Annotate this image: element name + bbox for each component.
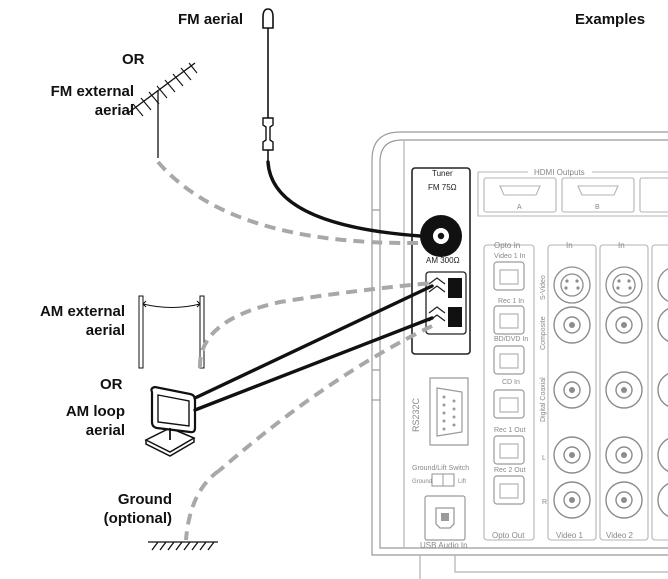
svideo-jack-video1[interactable] (553, 266, 591, 304)
fm-aerial-label: FM aerial (178, 11, 244, 28)
switch-ground-label: Ground (412, 479, 432, 485)
am-external-cable-1 (197, 281, 433, 369)
video1-in-label: Video 1 In (494, 253, 526, 260)
svideo-label: S-Video (540, 275, 547, 300)
optical-port-rec1-out[interactable] (493, 435, 525, 465)
in-label-1: In (566, 241, 573, 250)
coaxial-jack-video1[interactable] (553, 371, 591, 409)
channel-r-label: R (542, 499, 547, 506)
rs232c-section: RS232C (411, 377, 469, 446)
optical-port-bddvd-in[interactable] (493, 345, 525, 375)
svideo-jack-video2[interactable] (605, 266, 643, 304)
fm-external-aerial-label-line2: aerial (94, 102, 134, 119)
optical-port-rec2-out[interactable] (493, 475, 525, 505)
composite-jack-video1[interactable] (553, 306, 591, 344)
rs232c-label: RS232C (411, 397, 421, 432)
hdmi-outputs-section: HDMI Outputs A B (477, 168, 668, 217)
am-terminal-1[interactable] (448, 278, 462, 298)
hdmi-outputs-label: HDMI Outputs (534, 168, 585, 177)
hdmi-b-label: B (595, 204, 600, 211)
ground-lift-switch-label: Ground/Lift Switch (412, 465, 469, 472)
am-terminal-2[interactable] (448, 307, 462, 327)
am-loop-cable-1 (193, 284, 434, 400)
optical-port-cd-in[interactable] (493, 389, 525, 419)
in-label-2: In (618, 241, 625, 250)
fm-aerial (262, 8, 274, 162)
am-loop-cable-2 (193, 316, 434, 412)
ground-label-line2: (optional) (103, 510, 172, 527)
fm-75-label: FM 75Ω (428, 183, 457, 192)
ground-cable-upper (218, 324, 433, 472)
fm-external-cable (156, 160, 419, 246)
hdmi-a-label: A (517, 204, 522, 211)
composite-jack-video2[interactable] (605, 306, 643, 344)
fm-external-aerial-label-line1: FM external (50, 83, 134, 100)
digital-coaxial-label: Digital Coaxial (540, 377, 547, 422)
switch-lift-label: Lift (458, 479, 466, 485)
am-external-aerial-label-line2: aerial (85, 322, 125, 339)
connected-cables (193, 160, 434, 412)
fm-external-aerial-label: FM external aerial (20, 82, 134, 120)
audio-r-jack-video1[interactable] (553, 481, 591, 519)
usb-audio-port[interactable] (435, 507, 455, 529)
am-loop-aerial (144, 385, 197, 457)
am-loop-frame-icon (150, 385, 197, 434)
ground-lift-usb-section: Ground/Lift Switch Ground Lift USB Audio… (412, 465, 469, 550)
hdmi-b-port[interactable] (577, 185, 619, 196)
am-loop-aerial-label: AM loop aerial (10, 402, 125, 440)
or-label-2: OR (100, 376, 123, 393)
video2-label: Video 2 (606, 531, 634, 540)
video1-label: Video 1 (556, 531, 584, 540)
audio-l-jack-video1[interactable] (553, 436, 591, 474)
rs232c-port[interactable] (436, 387, 463, 437)
rec2-out-label: Rec 2 Out (494, 467, 526, 474)
cd-in-label: CD In (502, 379, 520, 386)
hdmi-a-port[interactable] (499, 185, 541, 196)
optional-cable-routes (156, 160, 433, 541)
rec1-out-label: Rec 1 Out (494, 427, 526, 434)
coaxial-jack-video2[interactable] (605, 371, 643, 409)
am-300-label: AM 300Ω (426, 256, 460, 265)
receiver-rear-panel (371, 131, 668, 579)
audio-l-jack-video2[interactable] (605, 436, 643, 474)
channel-l-label: L (542, 455, 546, 462)
fm-external-aerial (127, 62, 198, 158)
bddvd-in-label: BD/DVD In (494, 336, 528, 343)
opto-in-label: Opto In (494, 241, 520, 250)
ground-cable-lower (184, 468, 222, 541)
opto-out-label: Opto Out (492, 531, 525, 540)
optical-port-rec1-in[interactable] (493, 305, 525, 335)
optical-section: Opto In Video 1 In Rec 1 In BD/DVD In CD… (483, 241, 535, 541)
ground-label-line1: Ground (117, 491, 172, 508)
or-label-1: OR (122, 51, 145, 68)
tuner-label: Tuner (432, 169, 453, 178)
am-loop-aerial-label-line2: aerial (85, 422, 125, 439)
optical-port-video1-in[interactable] (493, 261, 525, 291)
fm-aerial-tip-icon (262, 8, 274, 29)
analog-io-section: In In Video 1 Video 2 S-Video Composite … (540, 241, 668, 541)
usb-audio-in-label: USB Audio In (420, 541, 468, 550)
ground-symbol-icon (148, 541, 218, 551)
am-external-aerial-label-line1: AM external (39, 303, 125, 320)
audio-r-jack-video2[interactable] (605, 481, 643, 519)
tuner-section: Tuner FM 75Ω AM 300Ω (411, 167, 471, 355)
fm-aerial-connector-icon (262, 117, 274, 151)
am-external-aerial-label: AM external aerial (10, 302, 125, 340)
composite-label: Composite (540, 316, 547, 350)
am-external-aerial (138, 295, 205, 369)
am-loop-aerial-label-line1: AM loop (65, 403, 125, 420)
ground-label: Ground (optional) (50, 490, 172, 528)
fm-aerial-cable (266, 160, 422, 238)
examples-label: Examples (575, 11, 646, 28)
rec1-in-label: Rec 1 In (498, 298, 524, 305)
